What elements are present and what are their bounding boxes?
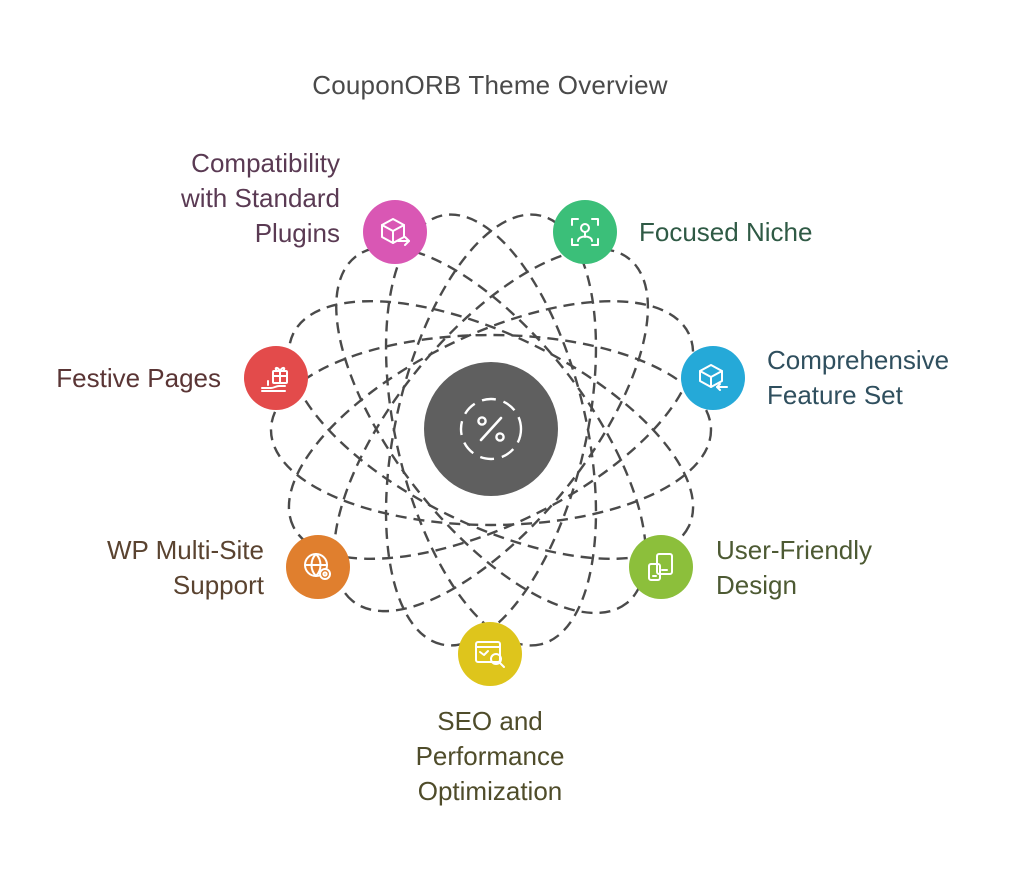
label-user-friendly: User-Friendly Design: [716, 533, 872, 603]
label-line: Performance: [415, 741, 565, 771]
orbit-ellipse: [287, 299, 695, 561]
orbit-ellipse: [269, 333, 713, 527]
label-line: Plugins: [254, 218, 340, 248]
label-line: Focused Niche: [639, 217, 813, 247]
orbit-ellipse: [384, 213, 598, 647]
label-line: User-Friendly: [716, 535, 873, 565]
label-line: SEO and: [437, 706, 543, 736]
node-feature-set: [681, 346, 745, 410]
label-feature-set: Comprehensive Feature Set: [767, 343, 949, 413]
node-focused-niche: [553, 200, 617, 264]
label-compatibility: Compatibility with Standard Plugins: [181, 146, 340, 251]
label-line: Comprehensive: [767, 345, 950, 375]
hub-node: [424, 362, 558, 496]
orbit-ellipse: [287, 299, 695, 561]
percent-icon: [459, 397, 523, 461]
orbit-ellipse: [332, 247, 650, 613]
box-arrow-icon: [381, 218, 410, 246]
label-line: Festive Pages: [56, 363, 221, 393]
box-arrow-icon: [699, 364, 728, 391]
label-multisite: WP Multi-Site Support: [107, 533, 264, 603]
node-compatibility: [363, 200, 427, 264]
node-user-friendly: [629, 535, 693, 599]
orbit-ellipse: [384, 213, 598, 647]
browser-search-icon: [475, 641, 505, 668]
node-multisite: [286, 535, 350, 599]
label-line: Support: [172, 570, 264, 600]
label-line: Compatibility: [191, 148, 340, 178]
target-user-icon: [571, 218, 599, 246]
node-festive: [244, 346, 308, 410]
label-line: Optimization: [417, 776, 563, 806]
node-seo: [458, 622, 522, 686]
mobile-devices-icon: [648, 553, 673, 581]
globe-gear-icon: [304, 553, 331, 580]
label-focused-niche: Focused Niche: [639, 215, 812, 250]
label-festive: Festive Pages: [56, 361, 221, 396]
label-seo: SEO and Performance Optimization: [380, 704, 600, 809]
label-line: with Standard: [181, 183, 340, 213]
label-line: WP Multi-Site: [107, 535, 264, 565]
gift-hand-icon: [261, 367, 288, 392]
label-line: Design: [716, 570, 797, 600]
orbit-ellipse: [335, 245, 647, 615]
label-line: Feature Set: [767, 380, 903, 410]
diagram-title: CouponORB Theme Overview: [312, 70, 668, 100]
